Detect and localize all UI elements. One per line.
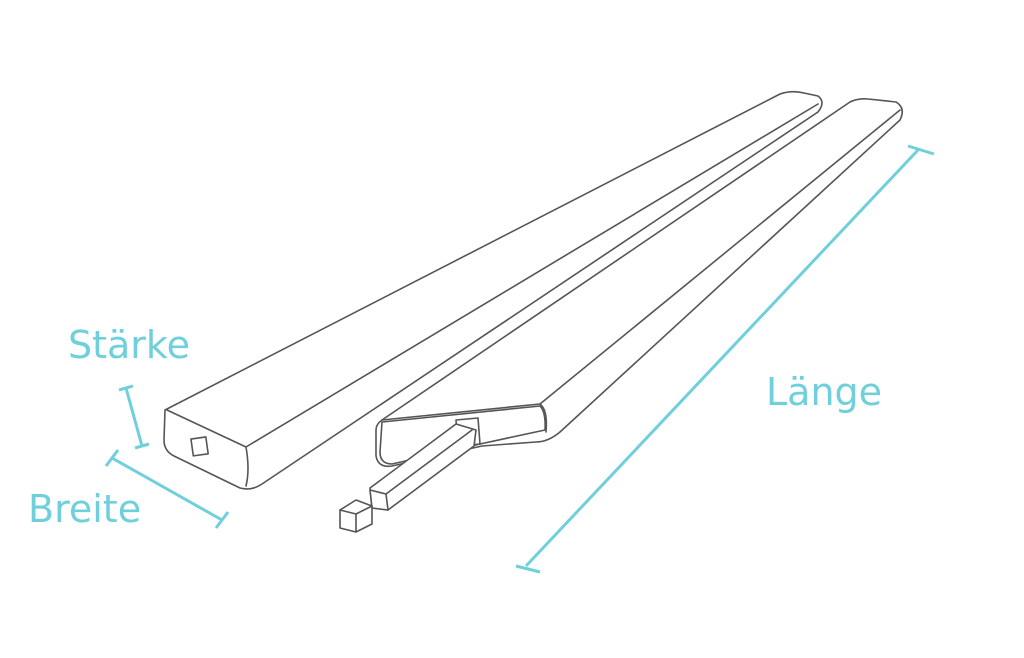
length-label: Länge xyxy=(766,370,882,414)
width-label: Breite xyxy=(28,487,141,531)
length-dimension xyxy=(515,144,935,574)
right-beam-front-edge xyxy=(539,403,548,433)
thickness-label: Stärke xyxy=(68,323,190,367)
left-beam-front-edge xyxy=(245,446,249,487)
left-beam xyxy=(163,90,823,490)
tube-end xyxy=(369,489,389,511)
left-beam-body xyxy=(163,90,823,490)
width-dimension xyxy=(104,449,230,529)
telescoping-tube xyxy=(339,423,477,533)
thickness-dimension xyxy=(118,384,150,450)
left-beam-square-hole xyxy=(190,436,209,457)
right-beam-body xyxy=(375,98,904,468)
end-cap-edge xyxy=(339,505,373,533)
tube-edge xyxy=(385,429,473,495)
